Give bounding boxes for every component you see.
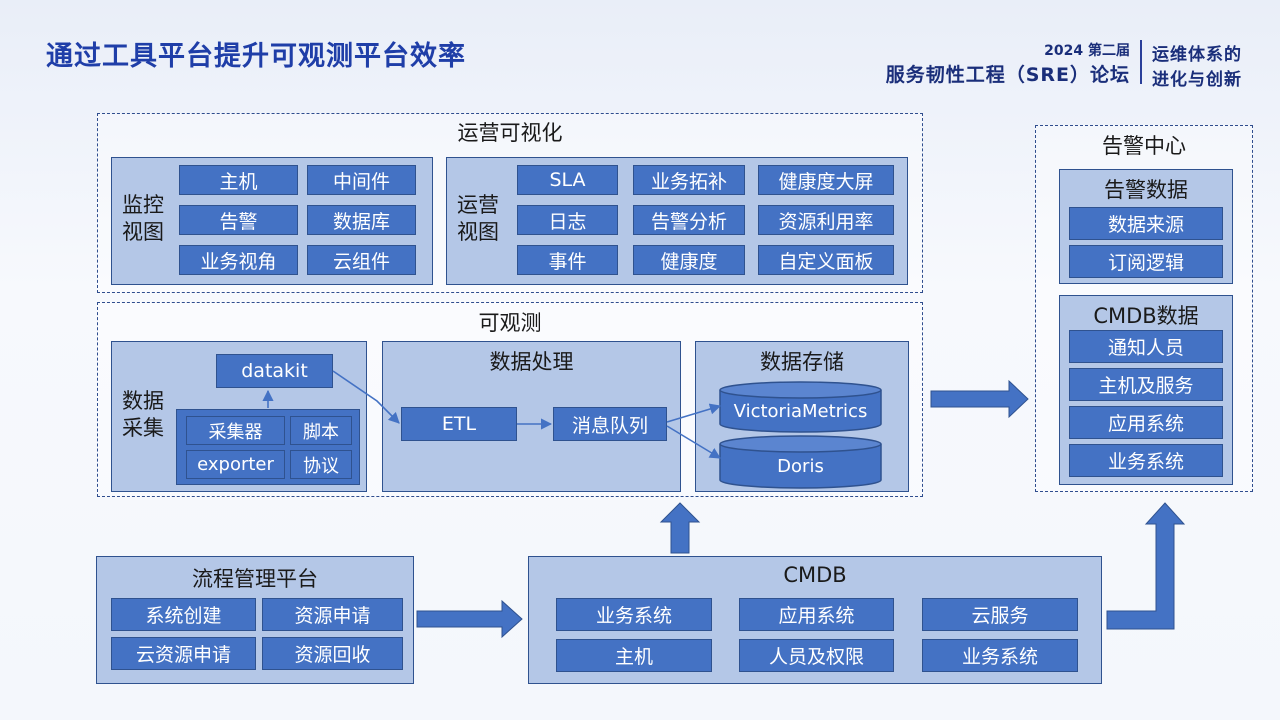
storage-title: 数据存储 <box>760 350 844 374</box>
monitor-item-5: 业务视角 <box>179 245 298 275</box>
conference-slogan-2: 进化与创新 <box>1152 70 1242 90</box>
monitor-view-label: 监控 视图 <box>122 192 164 246</box>
process-item-1: 系统创建 <box>111 598 256 631</box>
collector-item-3: exporter <box>186 450 285 479</box>
alert-data-item-2: 订阅逻辑 <box>1069 245 1223 278</box>
alert-data-item-1: 数据来源 <box>1069 207 1223 240</box>
message-queue-box: 消息队列 <box>553 407 667 441</box>
collection-label-line1: 数据 <box>122 389 164 413</box>
storage-label-1: VictoriaMetrics <box>733 400 868 422</box>
process-to-cmdb-arrow <box>416 599 523 639</box>
operations-label-line2: 视图 <box>457 220 499 244</box>
collector-item-1: 采集器 <box>186 416 285 445</box>
cmdb-item-6: 业务系统 <box>922 639 1078 672</box>
collection-label: 数据 采集 <box>122 388 164 442</box>
alert-data-title: 告警数据 <box>1104 178 1188 202</box>
ops-visual-title: 运营可视化 <box>457 121 563 145</box>
cmdb-item-3: 云服务 <box>922 598 1078 631</box>
operations-item-5: 告警分析 <box>633 205 745 235</box>
cmdb-item-2: 应用系统 <box>739 598 894 631</box>
monitor-label-line1: 监控 <box>122 193 164 217</box>
monitor-item-2: 中间件 <box>307 165 416 195</box>
operations-item-7: 事件 <box>517 245 618 275</box>
conference-forum: 服务韧性工程（SRE）论坛 <box>885 64 1130 86</box>
operations-label-line1: 运营 <box>457 193 499 217</box>
cmdb-item-4: 主机 <box>556 639 712 672</box>
storage-label-2: Doris <box>777 455 824 477</box>
page-title: 通过工具平台提升可观测平台效率 <box>46 41 466 72</box>
operations-item-9: 自定义面板 <box>758 245 894 275</box>
cmdb-item-1: 业务系统 <box>556 598 712 631</box>
cmdb-to-alert-center-arrow <box>1106 502 1186 630</box>
cmdb-to-observability-arrow <box>659 502 701 554</box>
cmdb-data-item-2: 主机及服务 <box>1069 368 1223 401</box>
cmdb-data-item-4: 业务系统 <box>1069 444 1223 477</box>
collector-item-4: 协议 <box>290 450 352 479</box>
process-item-2: 资源申请 <box>262 598 403 631</box>
collector-item-2: 脚本 <box>290 416 352 445</box>
observability-title: 可观测 <box>478 311 542 335</box>
operations-item-2: 业务拓补 <box>633 165 745 195</box>
process-item-4: 资源回收 <box>262 637 403 670</box>
conference-logo: 2024 第二届 服务韧性工程（SRE）论坛 运维体系的 进化与创新 <box>885 40 1242 90</box>
conference-slogan-1: 运维体系的 <box>1152 45 1242 65</box>
etl-box: ETL <box>401 407 517 441</box>
cmdb-item-5: 人员及权限 <box>739 639 894 672</box>
operations-item-4: 日志 <box>517 205 618 235</box>
monitor-label-line2: 视图 <box>122 220 164 244</box>
process-platform-title: 流程管理平台 <box>192 567 318 591</box>
operations-view-label: 运营 视图 <box>457 192 499 246</box>
cmdb-data-item-3: 应用系统 <box>1069 406 1223 439</box>
monitor-item-1: 主机 <box>179 165 298 195</box>
alert-center-title: 告警中心 <box>1102 134 1186 158</box>
storage-cylinder-2 <box>719 435 882 489</box>
collection-label-line2: 采集 <box>122 416 164 440</box>
cmdb-title: CMDB <box>783 563 847 587</box>
operations-item-1: SLA <box>517 165 618 195</box>
cmdb-data-item-1: 通知人员 <box>1069 330 1223 363</box>
process-item-3: 云资源申请 <box>111 637 256 670</box>
processing-title: 数据处理 <box>489 350 574 374</box>
monitor-item-6: 云组件 <box>307 245 416 275</box>
monitor-item-3: 告警 <box>179 205 298 235</box>
operations-item-8: 健康度 <box>633 245 745 275</box>
monitor-item-4: 数据库 <box>307 205 416 235</box>
storage-cylinder-1 <box>719 381 882 433</box>
cmdb-data-title: CMDB数据 <box>1093 304 1199 328</box>
to-alert-center-arrow <box>930 379 1029 419</box>
datakit-box: datakit <box>216 354 333 388</box>
operations-item-6: 资源利用率 <box>758 205 894 235</box>
conference-year: 2024 第二届 <box>1044 43 1130 59</box>
operations-item-3: 健康度大屏 <box>758 165 894 195</box>
